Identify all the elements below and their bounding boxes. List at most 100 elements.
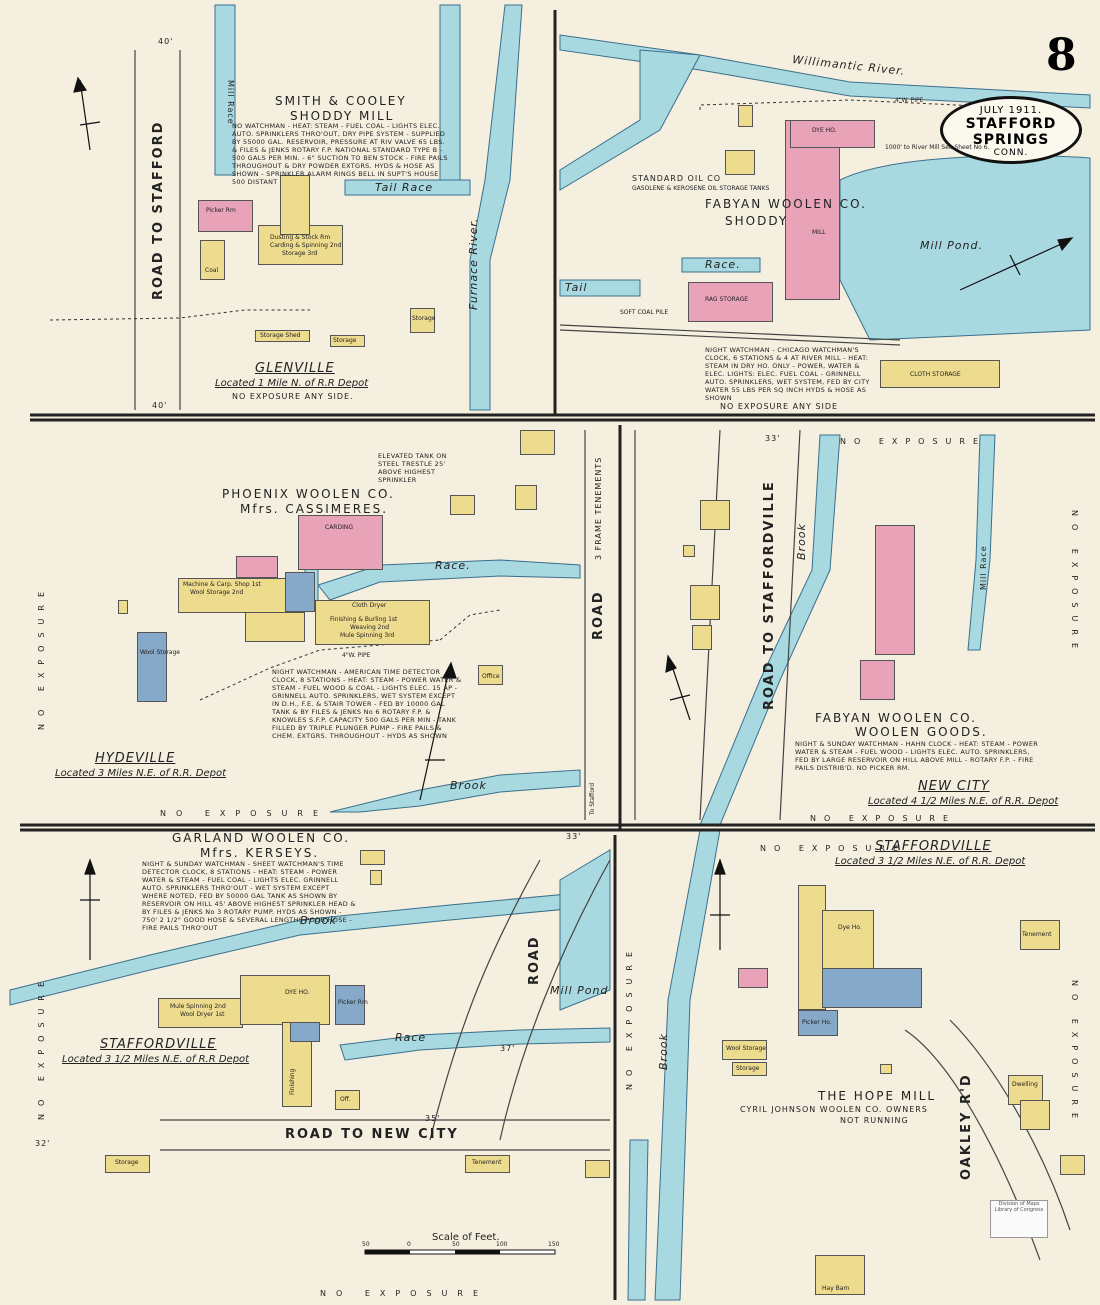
p2-bldg-rag: RAG STORAGE: [705, 296, 749, 303]
building-storage-shed: [255, 330, 310, 342]
p5-place: STAFFORDVILLE: [100, 1037, 217, 1052]
p5-mill-name: GARLAND WOOLEN CO.: [172, 831, 351, 845]
p6-place: STAFFORDVILLE: [875, 839, 992, 854]
building-p3-h: [450, 495, 475, 515]
p5-mill-pond: Mill Pond: [550, 984, 609, 997]
p1-place: GLENVILLE: [255, 361, 335, 376]
building-dye-house: [790, 120, 875, 148]
river-branch-p2: [559, 49, 701, 191]
building-storage-p2: [725, 150, 755, 175]
p1-locator: Located 1 Mile N. of R.R Depot: [215, 378, 369, 389]
building-p2-small: [738, 105, 753, 127]
p1-mill-name: SMITH & COOLEY: [275, 94, 407, 108]
p3-mill-type: Mfrs. CASSIMERES.: [240, 502, 389, 516]
p3-road: ROAD: [591, 590, 606, 640]
p1-mill-type: SHODDY MILL: [290, 109, 395, 123]
p2-bldg-cloth: CLOTH STORAGE: [910, 371, 961, 378]
scale-tick-1: 50: [362, 1241, 370, 1248]
p2-bldg-coal: SOFT COAL PILE: [620, 309, 669, 316]
building-finishing: [315, 600, 430, 645]
building-carding: [298, 515, 383, 570]
p3-exposure-left: NO EXPOSURE: [37, 583, 46, 730]
p5-mark-3: 32': [35, 1139, 51, 1148]
p1-label-picker: Picker Rm: [206, 207, 236, 214]
building-fabyan-new-city: [875, 525, 915, 655]
p3-locator: Located 3 Miles N.E. of R.R. Depot: [55, 768, 227, 779]
building-p5-top2: [370, 870, 382, 885]
scale-tick-2: 0: [407, 1241, 411, 1248]
building-picker-p5: [335, 985, 365, 1025]
p2-pond: Mill Pond.: [920, 239, 983, 252]
p6-road: OAKLEY R'D: [959, 1073, 974, 1180]
p5-notes: NIGHT & SUNDAY WATCHMAN - SHEET WATCHMAN…: [142, 860, 356, 932]
p5-locator: Located 3 1/2 Miles N.E. of R.R Depot: [62, 1054, 250, 1065]
p5-exposure-bottom: NO EXPOSURE: [320, 1289, 489, 1298]
p1-exposure: NO EXPOSURE ANY SIDE.: [232, 392, 354, 401]
p3-bldg-cloth-dryer: Cloth Dryer: [352, 602, 387, 609]
p3-bldg-machine: Machine & Carp. Shop 1st: [183, 581, 261, 588]
p1-label-coal: Coal: [205, 267, 219, 274]
building-p3-pink: [236, 556, 278, 578]
p2-oil-co: STANDARD OIL CO: [632, 174, 722, 183]
willimantic-river: [559, 34, 1091, 109]
p1-mill-race: Mill Race: [226, 80, 235, 125]
water-pipes: [49, 99, 1021, 701]
building-cloth-storage: [880, 360, 1000, 388]
p5-bldg-dryer: Wool Dryer 1st: [180, 1011, 225, 1018]
north-arrows: [73, 76, 1074, 960]
p4-mill-race: Mill Race: [979, 545, 988, 590]
p6-mill-name: THE HOPE MILL: [818, 1089, 937, 1103]
p4-brook: Brook: [795, 523, 808, 560]
p4-mill-type: WOOLEN GOODS.: [855, 725, 988, 739]
cartouche-town: STAFFORD SPRINGS: [965, 116, 1057, 148]
p6-locator: Located 3 1/2 Miles N.E. of R.R. Depot: [835, 856, 1026, 867]
building-p4-c: [692, 625, 712, 650]
p3-bldg-carding: CARDING: [325, 524, 353, 531]
p4-mark: 33': [765, 434, 781, 443]
building-p3-dyer: [245, 612, 305, 642]
p6-bldg-wool: Wool Storage: [726, 1045, 766, 1052]
p2-oil-sub: GASOLENE & KEROSENE OIL STORAGE TANKS: [632, 185, 770, 192]
p1-label-storage3: Storage 3rd: [282, 250, 318, 257]
waterways: [9, 4, 1091, 1301]
building-p6-right1: [1020, 920, 1060, 950]
cartouche-date: JULY 1911.: [979, 105, 1043, 116]
building-hope-mill-wing: [822, 910, 874, 970]
p5-brook: Brook: [300, 914, 337, 927]
title-cartouche: JULY 1911. STAFFORD SPRINGS CONN.: [940, 96, 1082, 164]
p3-road-to-stafford: To Stafford: [589, 782, 596, 815]
p4-mill-name: FABYAN WOOLEN CO.: [815, 711, 977, 725]
building-picker-ho: [798, 1010, 838, 1036]
p4-road: ROAD TO STAFFORDVILLE: [762, 480, 777, 710]
p1-label-dusting: Dusting & Stock Rm: [270, 234, 331, 241]
building-p1-main: [280, 175, 310, 235]
p3-notes: NIGHT WATCHMAN - AMERICAN TIME DETECTOR …: [272, 668, 462, 740]
page-number: 8: [1046, 30, 1077, 81]
p1-river: Furnace River.: [467, 217, 480, 310]
p3-bldg-finishing: Finishing & Burling 1st: [330, 616, 398, 623]
p6-bldg-storage: Storage: [736, 1065, 760, 1072]
scale-tick-3: 50: [452, 1241, 460, 1248]
building-storage-p1: [330, 335, 365, 347]
p6-exposure-top: NO EXPOSURE: [760, 844, 907, 853]
panel-dividers: [20, 10, 1095, 1300]
p3-tank: ELEVATED TANK ON STEEL TRESTLE 25' ABOVE…: [378, 452, 447, 484]
p2-pipe: 4"W. PIPE: [895, 97, 924, 104]
building-p6-right3: [1020, 1100, 1050, 1130]
p6-bldg-tenement: Tenement: [1022, 931, 1052, 938]
p6-bldg-dwelling: Dwelling: [1012, 1081, 1038, 1088]
p4-notes: NIGHT & SUNDAY WATCHMAN - HAHN CLOCK - H…: [795, 740, 1039, 772]
p6-exposure-right: NO EXPOSURE: [1070, 980, 1079, 1127]
p3-exposure-bottom: NO EXPOSURE: [160, 809, 329, 818]
p3-bldg-wool-storage: Wool Storage: [140, 649, 180, 656]
scale-tick-5: 150: [548, 1241, 560, 1248]
race-p5: [339, 1027, 611, 1061]
p2-race: Race.: [705, 258, 741, 271]
p1-label-carding: Carding & Spinning 2nd: [270, 242, 342, 249]
building-picker-rm: [198, 200, 253, 232]
p2-bldg-dye: DYE HO.: [812, 127, 837, 134]
building-wool-storage-p3: [137, 632, 167, 702]
scale-bar: [364, 1249, 556, 1255]
p5-mark-1: 33': [566, 832, 582, 841]
